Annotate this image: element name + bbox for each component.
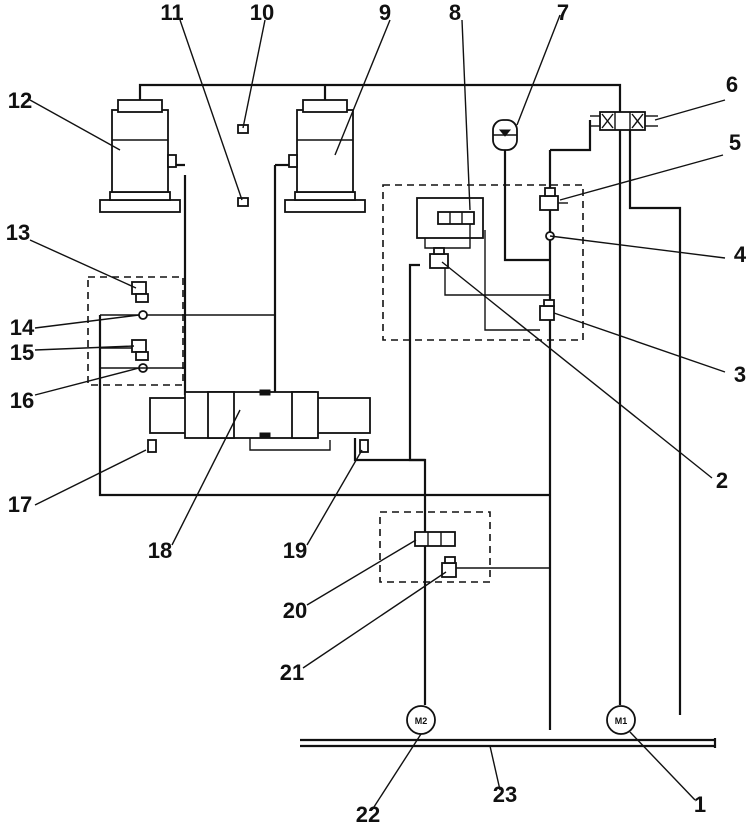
label-18: 18	[148, 538, 172, 563]
label-9: 9	[379, 0, 391, 25]
label-3: 3	[734, 362, 746, 387]
sensor-11	[237, 197, 249, 207]
valve-21	[441, 556, 457, 578]
label-19: 19	[283, 538, 307, 563]
accumulator-7	[492, 119, 518, 151]
label-2: 2	[716, 468, 728, 493]
sensor-17	[147, 439, 157, 453]
relief-valve-5	[539, 187, 568, 211]
valve-3	[539, 299, 555, 321]
cylinder-18	[149, 389, 371, 439]
leader-lines	[29, 14, 726, 811]
label-5: 5	[729, 130, 741, 155]
label-13: 13	[6, 220, 30, 245]
label-11: 11	[160, 0, 183, 25]
label-7: 7	[557, 0, 569, 25]
label-14: 14	[10, 315, 35, 340]
directional-valve-20	[414, 531, 456, 547]
label-17: 17	[8, 492, 32, 517]
directional-valve-6	[590, 111, 658, 131]
valve-group-right-box	[382, 184, 584, 341]
valve-group-8	[416, 197, 484, 269]
label-6: 6	[726, 72, 738, 97]
label-12: 12	[8, 88, 32, 113]
motor-m1	[606, 705, 636, 735]
dashed-boxes	[87, 184, 584, 583]
label-22: 22	[356, 802, 380, 827]
valve-15	[131, 339, 149, 361]
pipe-lines	[98, 83, 682, 730]
motor-m2-label: M2	[415, 716, 428, 726]
check-valve-14	[138, 310, 148, 320]
label-8: 8	[449, 0, 461, 25]
label-10: 10	[250, 0, 274, 25]
valve-group-20-box	[379, 511, 491, 583]
valve-group-left-box	[87, 276, 184, 386]
label-16: 16	[10, 388, 34, 413]
label-15: 15	[10, 340, 34, 365]
motor-unit-9	[284, 99, 366, 213]
motor-unit-12	[99, 99, 181, 213]
label-23: 23	[493, 782, 517, 807]
label-21: 21	[280, 660, 304, 685]
valve-13	[131, 281, 149, 303]
label-1: 1	[694, 792, 706, 817]
label-20: 20	[283, 598, 307, 623]
part-number-labels: 6 5 7 8 4 3 2 9 10 11 12 13 14 15 16 17 …	[6, 0, 747, 827]
sensor-19	[359, 439, 369, 453]
base-plate-23	[300, 738, 717, 748]
label-4: 4	[734, 242, 747, 267]
motor-m1-label: M1	[615, 716, 628, 726]
